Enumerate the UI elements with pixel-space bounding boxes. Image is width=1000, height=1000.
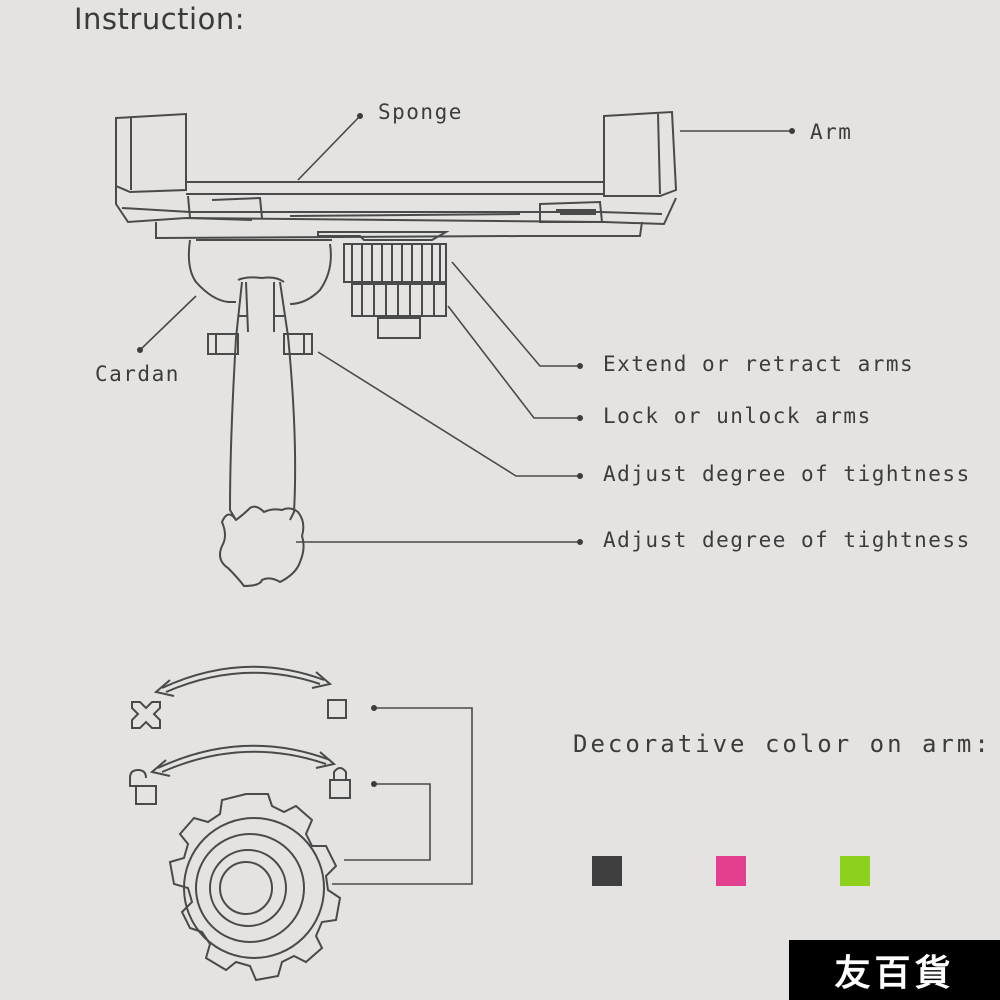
rotate-arrows [149, 665, 337, 777]
lock-icon [329, 767, 351, 799]
label-lock: Lock or unlock arms [603, 404, 872, 428]
label-tightness-2: Adjust degree of tightness [603, 528, 971, 552]
swatch-pink [716, 856, 746, 886]
label-extend: Extend or retract arms [603, 352, 915, 376]
leader-lines [139, 115, 792, 543]
decorative-title: Decorative color on arm: [573, 730, 992, 758]
cardan-ball [187, 239, 332, 305]
lock-nut [351, 283, 447, 339]
swatch-black [592, 856, 622, 886]
square-icon [327, 699, 347, 719]
stem-rod [228, 276, 297, 521]
leader-dots [137, 113, 795, 787]
label-tightness-1: Adjust degree of tightness [603, 462, 971, 486]
gear-knob-icon [168, 793, 342, 982]
right-arm [603, 110, 678, 197]
left-arm [115, 112, 187, 194]
label-sponge: Sponge [378, 100, 463, 124]
label-arm: Arm [810, 120, 853, 144]
bracket-lines [332, 707, 473, 885]
swatch-lime [840, 856, 870, 886]
label-cardan: Cardan [95, 362, 180, 386]
holder-body [115, 181, 677, 240]
brand-badge: 友百貨 [789, 940, 1000, 1000]
extend-knob [317, 231, 450, 283]
side-screws [207, 315, 313, 355]
page-title: Instruction: [74, 2, 245, 36]
star-knob [219, 505, 305, 588]
unlock-icon [129, 768, 157, 805]
cross-icon [131, 701, 161, 729]
